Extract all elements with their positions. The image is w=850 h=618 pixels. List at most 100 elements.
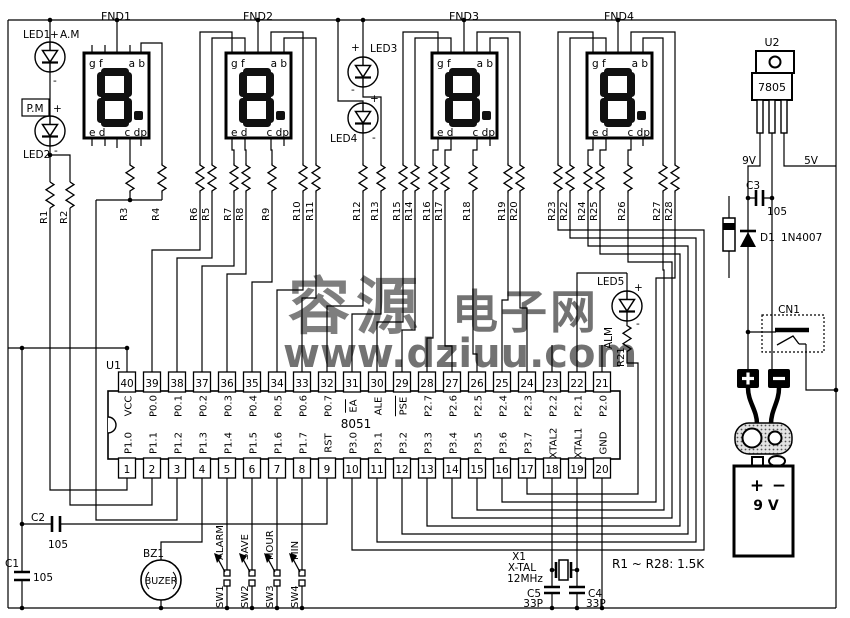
junction-dot bbox=[47, 17, 53, 23]
ic-pin-number: 19 bbox=[570, 464, 583, 476]
display-fnd1-ref: FND1 bbox=[101, 10, 131, 23]
ic-pin-number: 27 bbox=[445, 378, 458, 390]
ic-pin-label: P1.1 bbox=[149, 432, 160, 454]
junction-dot bbox=[249, 605, 255, 611]
ic-pin-number: 37 bbox=[195, 378, 208, 390]
led1-ref: LED1 bbox=[23, 29, 50, 41]
led5-plus: + bbox=[634, 282, 643, 294]
resistor-R9: R9 bbox=[261, 163, 278, 221]
pin-labels-gf: g f bbox=[437, 58, 451, 70]
ic-pin-number: 15 bbox=[470, 464, 483, 476]
c2-value: 105 bbox=[48, 539, 68, 551]
ic-pin-label: XTAL1 bbox=[574, 428, 585, 459]
resistor-zigzag bbox=[582, 163, 594, 193]
ic-pin-6: 6P1.5 bbox=[242, 432, 262, 479]
led4-plus: + bbox=[370, 93, 379, 105]
ic-pin-label: P2.7 bbox=[424, 395, 435, 417]
resistor-label: R6 bbox=[189, 208, 200, 221]
ic-pin-number: 1 bbox=[124, 464, 131, 476]
resistor-R23: R23 bbox=[547, 163, 564, 221]
junction-dot bbox=[19, 521, 25, 527]
ic-pin-number: 30 bbox=[370, 378, 383, 390]
ic-pin-label: RST bbox=[324, 432, 335, 452]
ic-pin-number: 23 bbox=[545, 378, 558, 390]
pin-labels-ab: a b bbox=[632, 58, 649, 70]
crystal-body bbox=[558, 559, 569, 581]
resistor-label: R7 bbox=[223, 208, 234, 221]
resistor-zigzag bbox=[669, 163, 681, 193]
led2-plus: + bbox=[53, 103, 62, 115]
ic-pin-2: 2P1.1 bbox=[142, 432, 162, 479]
segment bbox=[627, 72, 635, 97]
resistor-note: R1 ~ R28: 1.5K bbox=[612, 557, 705, 571]
resistor-label: R17 bbox=[434, 201, 445, 221]
led1-minus: - bbox=[53, 75, 57, 87]
led1-plus: + bbox=[50, 29, 59, 41]
u1-part: 8051 bbox=[341, 417, 372, 431]
switch-ref: SW3 bbox=[265, 585, 276, 608]
ic-pin-label: P0.4 bbox=[249, 395, 260, 417]
resistor-label: R5 bbox=[201, 208, 212, 221]
resistor-R22: R22 bbox=[559, 163, 576, 221]
ic-pin-label: P3.5 bbox=[474, 432, 485, 454]
ic-pin-number: 24 bbox=[520, 378, 534, 390]
segment bbox=[445, 72, 453, 97]
decimal-point bbox=[637, 111, 646, 120]
resistor-R2: R2 bbox=[59, 181, 76, 224]
resistor-zigzag bbox=[594, 163, 606, 193]
ic-pin-number: 25 bbox=[495, 378, 508, 390]
led1-tag: A.M bbox=[60, 29, 79, 41]
switch-arrow-icon bbox=[239, 553, 247, 563]
resistor-label: R19 bbox=[497, 201, 508, 221]
pin-labels-gf: g f bbox=[592, 58, 606, 70]
led2-symbol bbox=[33, 114, 67, 148]
ic-pin-number: 16 bbox=[495, 464, 509, 476]
resistor-label: R13 bbox=[370, 201, 381, 221]
resistor-label: R9 bbox=[261, 208, 272, 221]
led2-minus: - bbox=[54, 145, 58, 157]
led4-ref: LED4 bbox=[330, 133, 358, 145]
resistor-zigzag bbox=[427, 163, 439, 193]
resistor-label: R2 bbox=[59, 211, 70, 224]
cn1-ref: CN1 bbox=[778, 304, 800, 316]
resistor-zigzag bbox=[467, 163, 479, 193]
resistor-zigzag bbox=[552, 163, 564, 193]
u1-ref: U1 bbox=[106, 359, 121, 372]
c5-value: 33P bbox=[523, 598, 543, 610]
resistor-R8: R8 bbox=[235, 163, 252, 221]
c3-ref: C3 bbox=[746, 180, 760, 192]
pin-labels-cdp: c dp bbox=[267, 127, 290, 139]
resistor-label: R23 bbox=[547, 201, 558, 221]
ic-pin-label: P0.0 bbox=[149, 395, 160, 417]
ic-pin-label: P0.2 bbox=[199, 395, 210, 417]
ic-pin-label: P1.4 bbox=[224, 432, 235, 454]
ic-pin-number: 12 bbox=[395, 464, 408, 476]
c5-ref: C5 bbox=[527, 588, 541, 600]
x1-freq: 12MHz bbox=[507, 573, 543, 585]
resistor-R26: R26 bbox=[617, 163, 634, 221]
d1-ref: D1 bbox=[760, 232, 775, 244]
ic-pin-15: 15 P3.5 bbox=[467, 432, 487, 479]
resistor-label: R1 bbox=[39, 211, 50, 224]
led4-symbol bbox=[346, 101, 380, 135]
pin-labels-cdp: c dp bbox=[125, 127, 148, 139]
pin-labels-ed: e d bbox=[437, 127, 453, 139]
ic-pin-label: P3.7 bbox=[524, 432, 535, 454]
resistor-zigzag bbox=[514, 163, 526, 193]
junction-dot bbox=[549, 567, 555, 573]
